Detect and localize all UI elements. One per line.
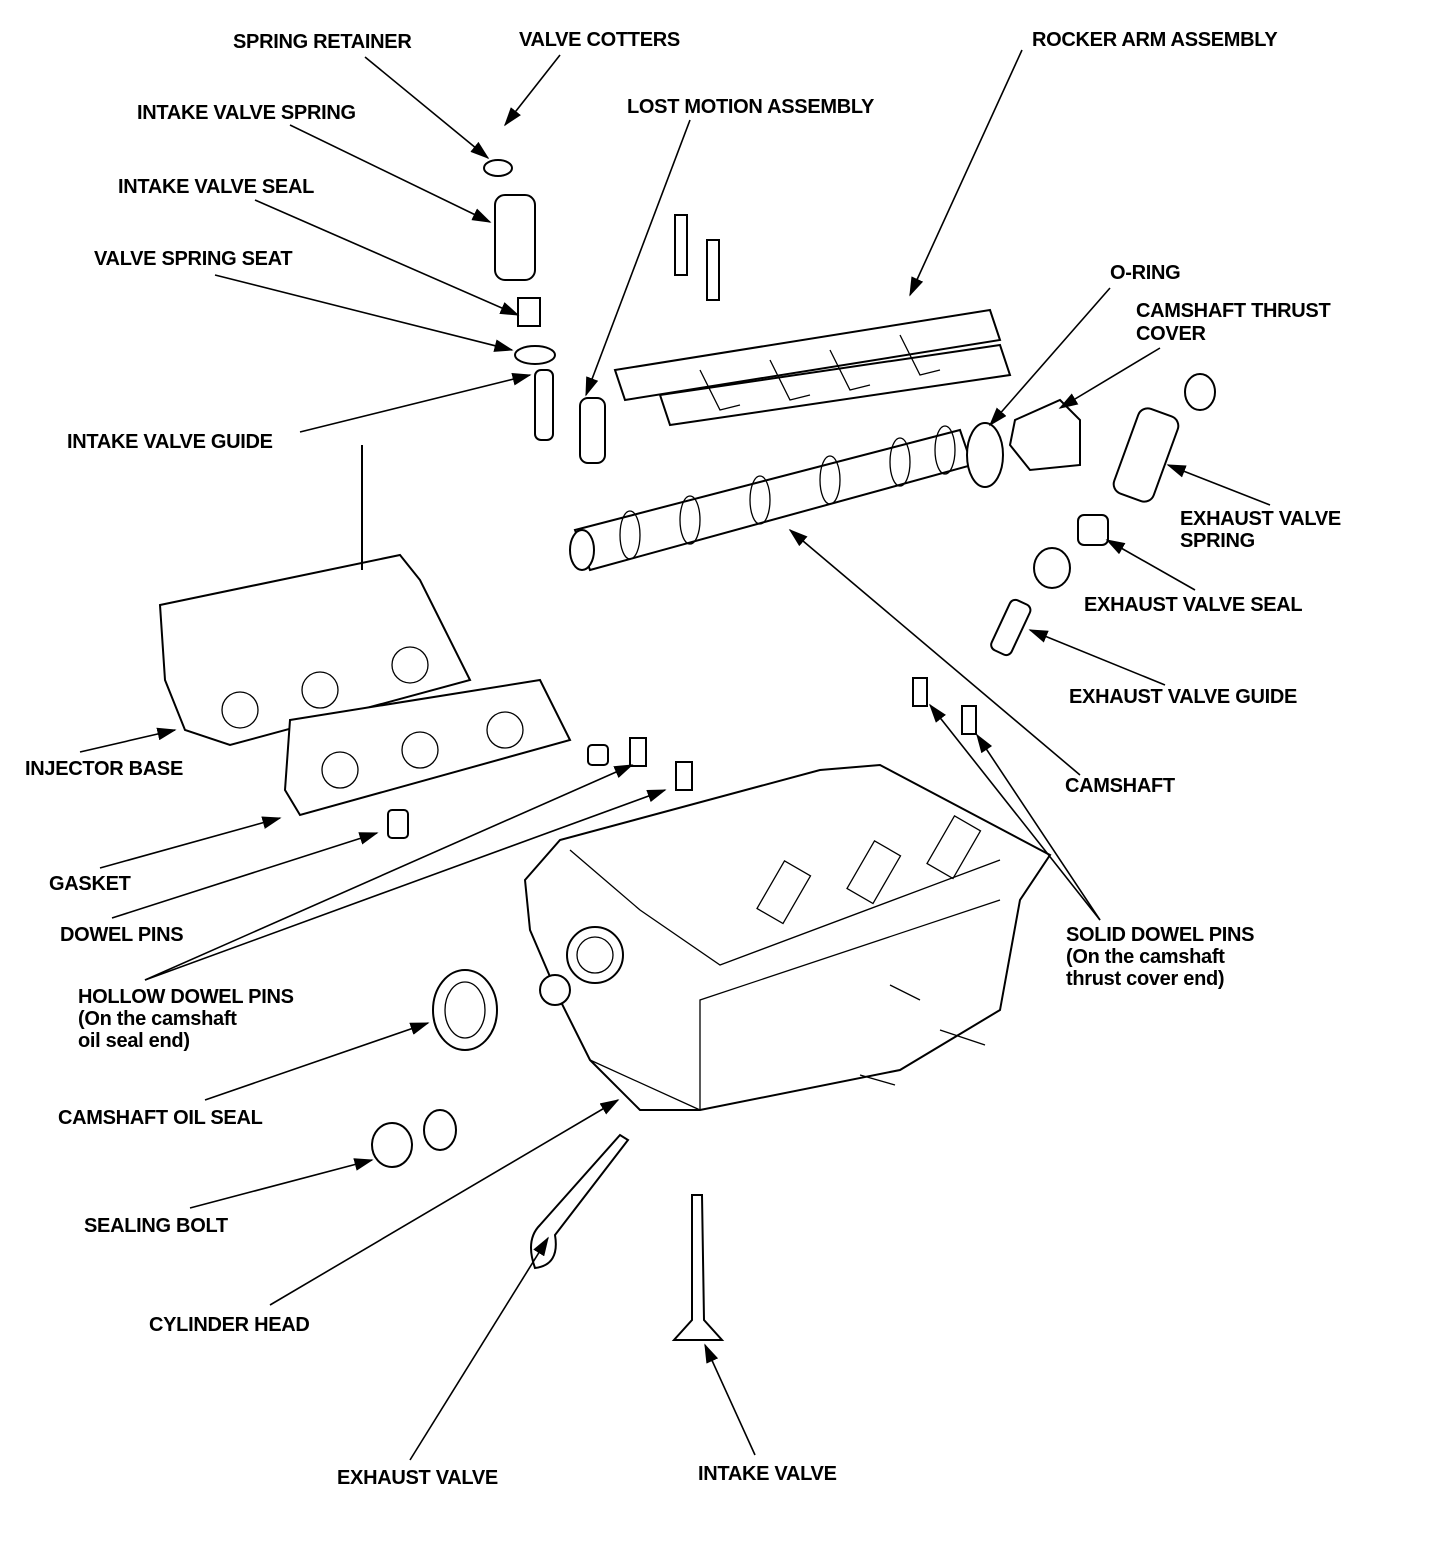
cylinder-head-drawing: [523, 763, 1052, 1111]
label-camshaft: CAMSHAFT: [1065, 775, 1175, 797]
label-hollow-dowel-pins-note2: oil seal end): [78, 1030, 190, 1052]
label-intake-valve-spring: INTAKE VALVE SPRING: [137, 102, 356, 124]
label-gasket: GASKET: [49, 873, 131, 895]
label-exhaust-valve-spring-line2: SPRING: [1180, 530, 1255, 552]
label-spring-retainer: SPRING RETAINER: [233, 31, 412, 53]
label-hollow-dowel-pins: HOLLOW DOWEL PINS: [78, 986, 294, 1008]
label-exhaust-valve-guide: EXHAUST VALVE GUIDE: [1069, 686, 1298, 708]
label-camshaft-thrust-cover-line2: COVER: [1136, 323, 1206, 345]
camshaft-drawing: [569, 398, 1081, 572]
intake-valve-drawing: [671, 1194, 725, 1341]
label-o-ring: O-RING: [1110, 262, 1181, 284]
o-ring-drawing: [966, 422, 1004, 488]
label-solid-dowel-pins: SOLID DOWEL PINS: [1066, 924, 1255, 946]
label-camshaft-oil-seal: CAMSHAFT OIL SEAL: [58, 1107, 263, 1129]
label-solid-dowel-pins-note2: thrust cover end): [1066, 968, 1225, 990]
label-valve-spring-seat: VALVE SPRING SEAT: [94, 248, 293, 270]
label-dowel-pins: DOWEL PINS: [60, 924, 184, 946]
label-exhaust-valve-seal: EXHAUST VALVE SEAL: [1084, 594, 1303, 616]
label-camshaft-thrust-cover: CAMSHAFT THRUST: [1136, 300, 1331, 322]
label-rocker-arm-assembly: ROCKER ARM ASSEMBLY: [1032, 29, 1278, 51]
label-hollow-dowel-pins-note1: (On the camshaft: [78, 1008, 237, 1030]
exhaust-valve-drawing: [530, 1133, 630, 1270]
oil-seal-drawing: [432, 969, 498, 1051]
label-injector-base: INJECTOR BASE: [25, 758, 183, 780]
label-intake-valve: INTAKE VALVE: [698, 1463, 837, 1485]
label-sealing-bolt: SEALING BOLT: [84, 1215, 228, 1237]
label-cylinder-head: CYLINDER HEAD: [149, 1314, 310, 1336]
small-parts-drawing: [371, 159, 1216, 1270]
gasket-drawing: [283, 678, 572, 817]
injector-base-drawing: [158, 445, 472, 747]
label-intake-valve-seal: INTAKE VALVE SEAL: [118, 176, 315, 198]
label-exhaust-valve-spring: EXHAUST VALVE: [1180, 508, 1341, 530]
label-lost-motion-assembly: LOST MOTION ASSEMBLY: [627, 96, 874, 118]
rocker-arm-drawing: [613, 214, 1012, 427]
label-solid-dowel-pins-note1: (On the camshaft: [1066, 946, 1225, 968]
label-intake-valve-guide: INTAKE VALVE GUIDE: [67, 431, 273, 453]
leader-lines: [79, 49, 1271, 1461]
label-valve-cotters: VALVE COTTERS: [519, 29, 680, 51]
label-exhaust-valve: EXHAUST VALVE: [337, 1467, 498, 1489]
thrust-cover-drawing: [1008, 398, 1081, 472]
